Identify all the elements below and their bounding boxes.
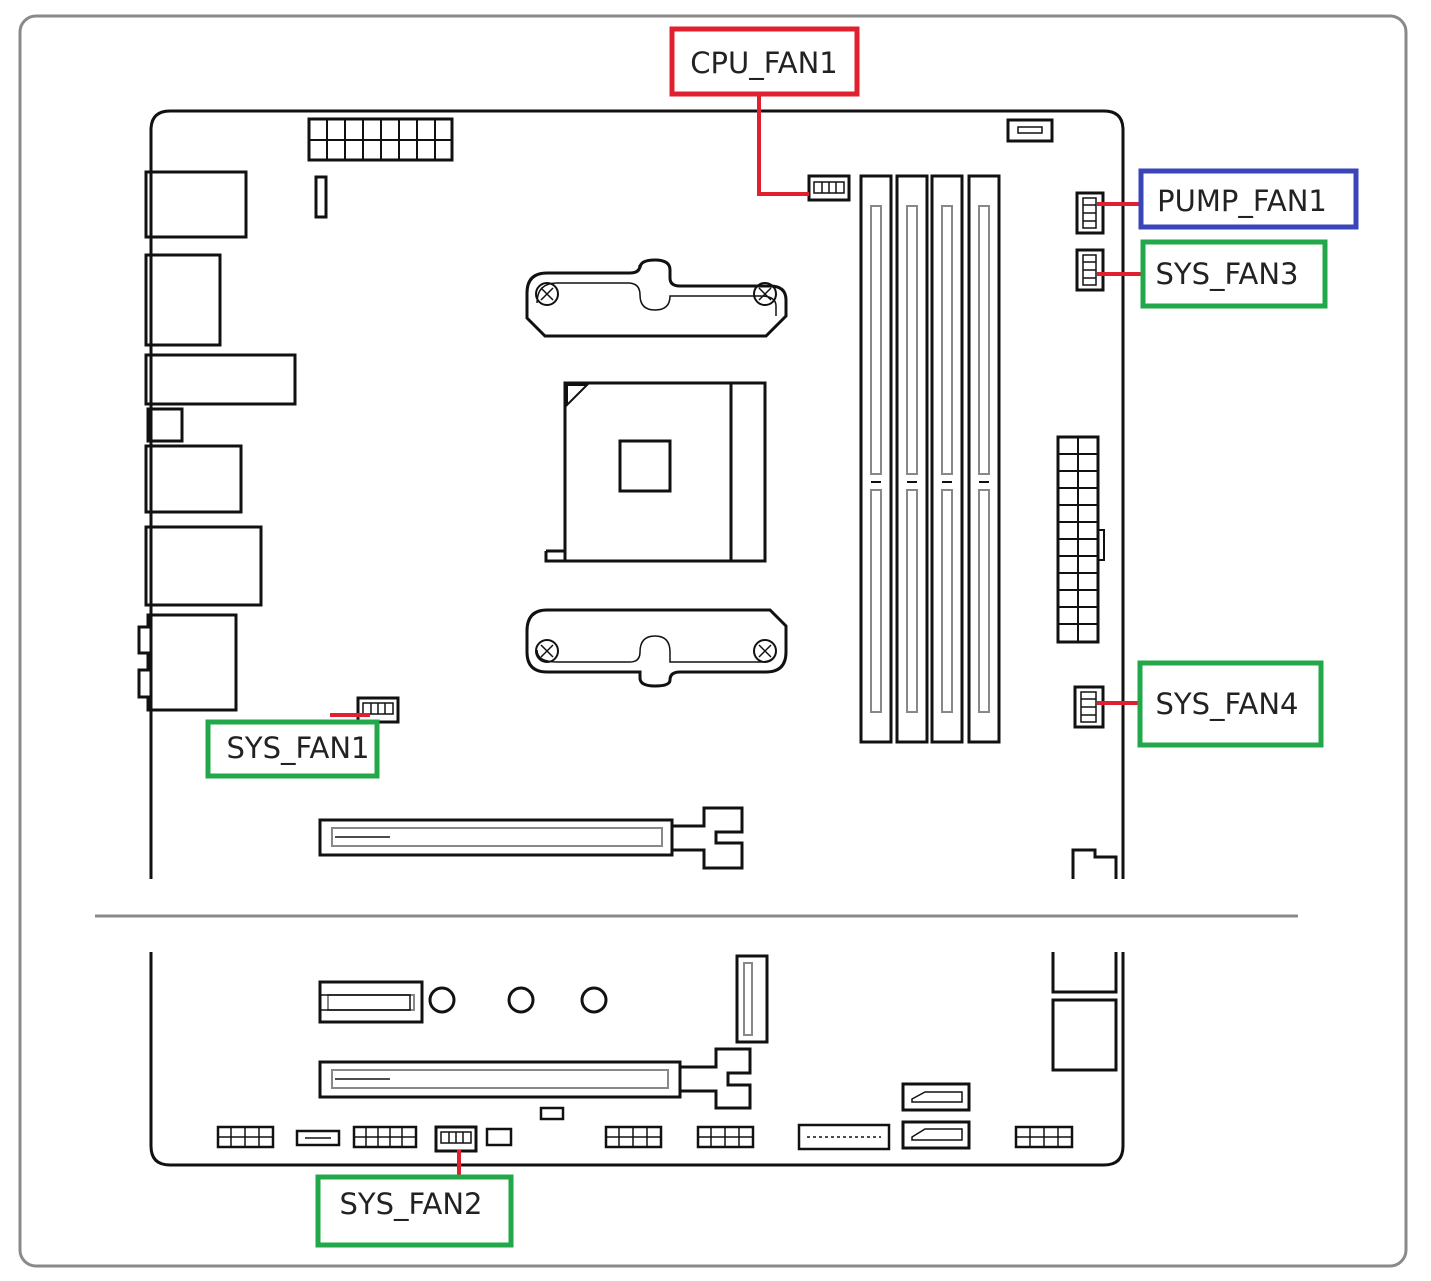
bottom-header-1 — [216, 1125, 275, 1149]
bottom-header-2 — [295, 1129, 341, 1147]
sys-fan3-header — [1075, 248, 1105, 292]
small-header-mid — [539, 1106, 565, 1121]
cpu-fan1-header — [807, 174, 851, 202]
sys-fan4-label: SYS_FAN4 — [1155, 687, 1298, 721]
m2-standoff-2 — [507, 986, 535, 1014]
sys-fan3-callout: SYS_FAN3 — [1140, 239, 1328, 309]
m2-standoff-3 — [580, 986, 608, 1014]
right-edge-connectors-bottom — [1051, 952, 1118, 1072]
sys-fan1-label: SYS_FAN1 — [226, 731, 369, 765]
bottom-header-4 — [485, 1127, 513, 1147]
cpu-retention-bracket-top — [525, 258, 788, 338]
cpu-socket — [544, 381, 767, 563]
sys-fan1-callout: SYS_FAN1 — [205, 719, 380, 779]
sys-fan2-callout: SYS_FAN2 — [315, 1174, 514, 1248]
bottom-header-6 — [696, 1125, 755, 1149]
bottom-header-7 — [797, 1123, 891, 1151]
bottom-header-3 — [352, 1125, 418, 1149]
cpu-fan1-label: CPU_FAN1 — [690, 46, 837, 80]
top-right-header — [1006, 118, 1054, 143]
pump-fan1-header — [1075, 191, 1105, 235]
cpu-fan1-callout: CPU_FAN1 — [669, 26, 860, 97]
cpu-power-connector — [307, 117, 454, 162]
sata-port-2 — [901, 1120, 971, 1150]
sata-port-1 — [901, 1082, 971, 1112]
bottom-header-8 — [1014, 1125, 1074, 1149]
rear-io-panel — [137, 170, 297, 712]
cpu-retention-bracket-bottom — [525, 608, 788, 688]
m2-slot — [318, 980, 424, 1024]
board-outline-top — [149, 109, 1125, 879]
pump-fan1-label: PUMP_FAN1 — [1157, 184, 1327, 218]
sys-fan3-label: SYS_FAN3 — [1155, 257, 1298, 291]
pcie-x16-slot-2 — [318, 1047, 752, 1110]
dimm-slots — [859, 174, 1001, 744]
small-jumper — [314, 175, 328, 219]
sys-fan1-header — [356, 696, 400, 724]
vertical-slot — [735, 954, 769, 1044]
atx-24pin-connector — [1056, 435, 1105, 644]
bottom-header-5 — [604, 1125, 663, 1149]
sys-fan4-callout: SYS_FAN4 — [1137, 660, 1324, 748]
m2-standoff-1 — [428, 986, 456, 1014]
sys-fan4-header — [1073, 685, 1105, 729]
sys-fan2-label: SYS_FAN2 — [339, 1187, 482, 1221]
cpu-fan1-leader — [757, 96, 809, 196]
sys-fan2-header — [434, 1125, 478, 1153]
outer-frame — [18, 14, 1408, 1268]
right-edge-connector-top — [1071, 848, 1118, 879]
board-outline-bottom — [149, 952, 1125, 1167]
pump-fan1-callout: PUMP_FAN1 — [1138, 168, 1359, 230]
pcie-x16-slot-1 — [318, 806, 744, 870]
